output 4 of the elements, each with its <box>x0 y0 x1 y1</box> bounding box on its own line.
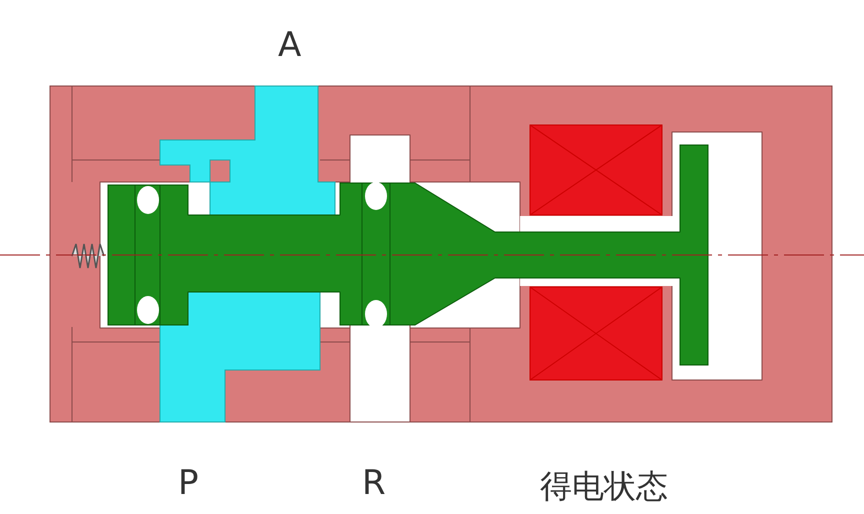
port-label: A <box>278 28 302 62</box>
state-caption: 得电状态 <box>540 470 668 502</box>
port-label: R <box>362 466 386 500</box>
port-label: P <box>178 466 199 500</box>
